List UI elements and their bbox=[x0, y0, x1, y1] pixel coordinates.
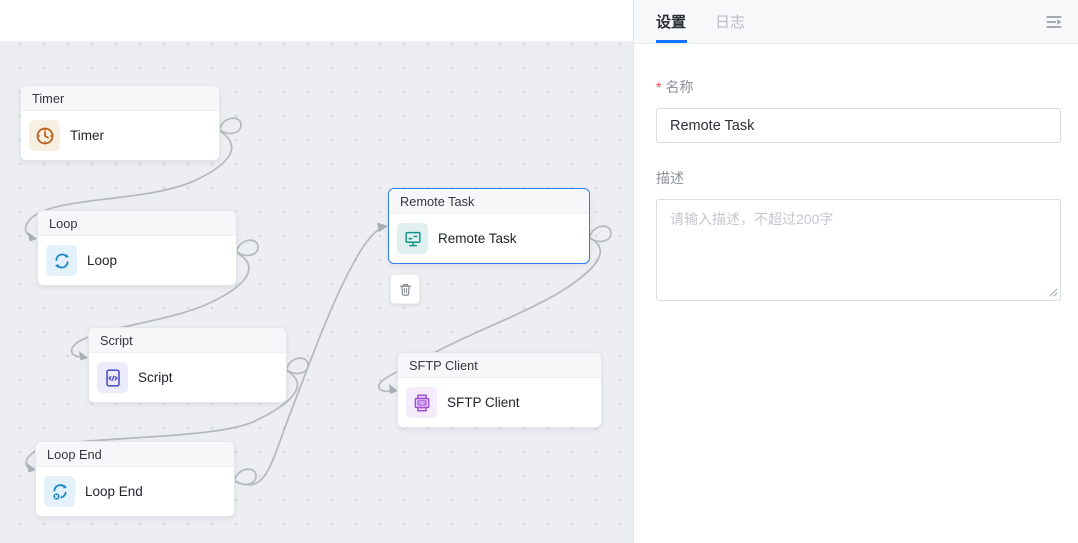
node-timer-title: Timer bbox=[21, 86, 219, 111]
sftp-icon: SFTP bbox=[406, 387, 437, 418]
description-field-label: 描述 bbox=[656, 168, 1061, 188]
node-sftp-client-label: SFTP Client bbox=[447, 395, 520, 410]
tab-logs[interactable]: 日志 bbox=[715, 14, 746, 31]
edge-loop-script[interactable] bbox=[70, 252, 250, 358]
connection-edges bbox=[24, 117, 612, 486]
edge-timer-loop[interactable] bbox=[24, 130, 233, 238]
active-tab-underline bbox=[656, 40, 687, 43]
node-loop-end[interactable]: Loop End Loop End bbox=[35, 441, 235, 517]
output-stub-script[interactable] bbox=[286, 357, 309, 375]
description-label-text: 描述 bbox=[656, 170, 684, 186]
settings-form: *名称 描述 bbox=[634, 44, 1078, 301]
panel-tab-bar: 设置 日志 bbox=[634, 0, 1078, 44]
node-script-label: Script bbox=[138, 370, 173, 385]
delete-node-button[interactable] bbox=[390, 274, 420, 304]
node-sftp-client[interactable]: SFTP Client SFTP SFTP Client bbox=[397, 352, 602, 428]
edge-arrow-sftp bbox=[389, 384, 398, 394]
canvas-topbar bbox=[0, 0, 633, 41]
edge-script-loop-end[interactable] bbox=[25, 370, 299, 470]
loop-end-icon bbox=[44, 476, 75, 507]
sftp-icon-text: SFTP bbox=[417, 401, 426, 405]
output-stub-remote-task[interactable] bbox=[589, 225, 612, 243]
remote-task-icon bbox=[397, 223, 428, 254]
settings-panel: 设置 日志 *名称 描述 bbox=[634, 0, 1078, 543]
node-timer[interactable]: Timer Timer bbox=[20, 85, 220, 161]
output-stub-timer[interactable] bbox=[219, 117, 242, 135]
node-loop-title: Loop bbox=[38, 211, 236, 236]
name-label-text: 名称 bbox=[665, 79, 694, 95]
node-loop-label: Loop bbox=[87, 253, 118, 268]
output-stub-loop[interactable] bbox=[236, 239, 259, 257]
node-script-title: Script bbox=[89, 328, 286, 353]
name-field-group: *名称 bbox=[656, 77, 1061, 143]
flow-canvas[interactable]: Timer Timer Loop bbox=[0, 0, 634, 543]
node-remote-task-title: Remote Task bbox=[389, 189, 589, 214]
required-mark: * bbox=[656, 79, 662, 95]
edge-arrow-loop-end bbox=[27, 463, 36, 473]
tab-settings[interactable]: 设置 bbox=[656, 14, 687, 31]
edge-loop-end-remote-task[interactable] bbox=[234, 227, 382, 486]
loop-icon bbox=[46, 245, 77, 276]
node-script[interactable]: Script Script bbox=[88, 327, 287, 403]
node-loop-end-label: Loop End bbox=[85, 484, 143, 499]
name-field-label: *名称 bbox=[656, 77, 1061, 97]
node-remote-task-label: Remote Task bbox=[438, 231, 517, 246]
clock-icon bbox=[29, 120, 60, 151]
node-loop-end-title: Loop End bbox=[36, 442, 234, 467]
node-sftp-client-title: SFTP Client bbox=[398, 353, 601, 378]
edge-arrow-script bbox=[79, 351, 88, 361]
node-loop[interactable]: Loop Loop bbox=[37, 210, 237, 286]
description-textarea[interactable] bbox=[656, 199, 1061, 301]
code-file-icon bbox=[97, 362, 128, 393]
node-remote-task[interactable]: Remote Task Remote Task bbox=[388, 188, 590, 264]
edge-arrow-remote-task bbox=[377, 222, 388, 232]
edge-remote-task-sftp[interactable] bbox=[378, 237, 602, 393]
node-timer-label: Timer bbox=[70, 128, 104, 143]
trash-icon bbox=[399, 283, 411, 296]
name-input[interactable] bbox=[656, 108, 1061, 143]
description-field-group: 描述 bbox=[656, 168, 1061, 301]
edge-arrow-loop bbox=[28, 232, 37, 242]
collapse-panel-button[interactable] bbox=[1043, 11, 1065, 33]
menu-fold-icon bbox=[1046, 16, 1062, 28]
